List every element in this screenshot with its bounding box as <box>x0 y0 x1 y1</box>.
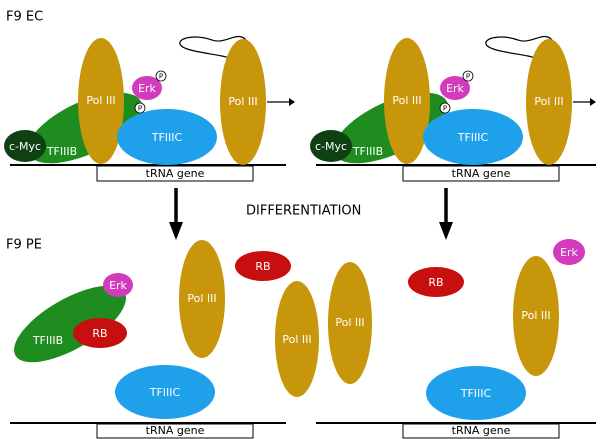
c-myc <box>310 130 352 162</box>
erk-label: Erk <box>560 246 578 259</box>
trna-gene-box <box>402 423 560 439</box>
tfiiic-label: TFIIIC <box>460 387 492 400</box>
phospho-label: P <box>466 73 470 81</box>
trna-gene-label: tRNA gene <box>146 167 205 180</box>
pol3-left <box>78 38 124 164</box>
erk-label: Erk <box>109 279 127 292</box>
tfiiic-label: TFIIIC <box>151 131 183 144</box>
trna-gene-box <box>402 165 560 182</box>
tfiiib-label: TFIIIB <box>46 145 77 158</box>
erk <box>440 76 470 100</box>
pol3-right-label: Pol III <box>534 95 563 108</box>
c-myc-label: c-Myc <box>9 140 41 153</box>
pol3-left <box>384 38 430 164</box>
tfiiic <box>117 109 217 165</box>
pe-state: tRNA gene tRNA gene TFIIIB RB Erk Pol II… <box>10 239 596 439</box>
phospho-marker <box>155 70 167 82</box>
rb-free <box>235 251 291 281</box>
rb-label: RB <box>428 276 443 289</box>
phospho-marker <box>134 102 146 114</box>
erk-label: Erk <box>138 82 156 95</box>
tfiiib <box>14 285 126 363</box>
f9-pe-label: F9 PE <box>6 238 42 253</box>
pol3-left-label: Pol III <box>392 94 421 107</box>
c-myc <box>4 130 46 162</box>
pol3-label: Pol III <box>521 309 550 322</box>
pol3-left-label: Pol III <box>86 94 115 107</box>
erk <box>132 76 162 100</box>
erk-label: Erk <box>446 82 464 95</box>
phospho-marker <box>462 70 474 82</box>
rb-label: RB <box>255 260 270 273</box>
pol3-free <box>179 240 225 358</box>
rb-free <box>408 267 464 297</box>
pol3-free <box>513 256 559 376</box>
tfiiic <box>426 366 526 420</box>
pol3-right <box>220 39 266 165</box>
down-arrow-left-head <box>169 222 183 240</box>
trna-gene-label: tRNA gene <box>452 424 511 437</box>
pol3-free <box>275 281 319 397</box>
tfiiib-label: TFIIIB <box>352 145 383 158</box>
transcription-arrow-head <box>289 98 295 106</box>
tfiiic <box>423 109 523 165</box>
tfiiic-label: TFIIIC <box>149 386 181 399</box>
phospho-label: P <box>443 105 447 113</box>
pol3-free <box>328 262 372 384</box>
trna-gene-box <box>96 165 254 182</box>
tfiiic <box>115 365 215 419</box>
pol3-label: Pol III <box>282 333 311 346</box>
differentiation-label: DIFFERENTIATION <box>246 204 361 219</box>
trna-gene-box <box>96 423 254 439</box>
pol3-right-label: Pol III <box>228 95 257 108</box>
erk-free <box>553 239 585 265</box>
pol3-right <box>526 39 572 165</box>
tfiiic-label: TFIIIC <box>457 131 489 144</box>
c-myc-label: c-Myc <box>315 140 347 153</box>
trna-gene-label: tRNA gene <box>452 167 511 180</box>
transcription-arrow-head <box>590 98 596 106</box>
trna-gene-label: tRNA gene <box>146 424 205 437</box>
ec-complex-left: tRNA gene TFIIIB c-Myc Pol III TFIIIC Er… <box>4 35 295 182</box>
differentiation-arrows <box>169 188 453 240</box>
phospho-label: P <box>138 105 142 113</box>
tfiiib-label: TFIIIB <box>32 334 63 347</box>
rb-label: RB <box>92 327 107 340</box>
pol3-label: Pol III <box>187 292 216 305</box>
phospho-marker <box>439 102 451 114</box>
down-arrow-right-head <box>439 222 453 240</box>
erk <box>103 273 133 297</box>
rb <box>73 318 127 348</box>
f9-ec-label: F9 EC <box>6 10 43 25</box>
pol3-label: Pol III <box>335 316 364 329</box>
ec-complex-right: tRNA gene TFIIIB c-Myc Pol III TFIIIC Er… <box>310 35 596 182</box>
phospho-label: P <box>159 73 163 81</box>
